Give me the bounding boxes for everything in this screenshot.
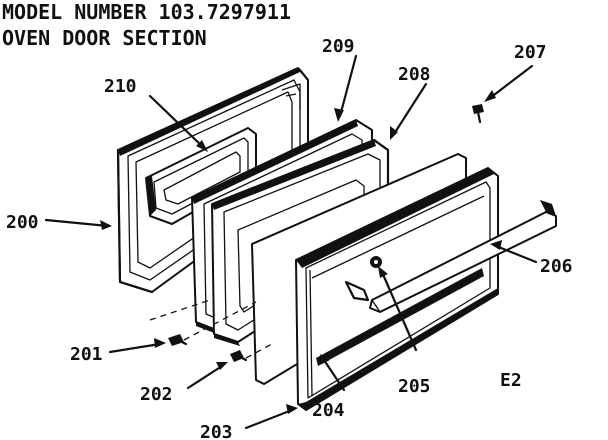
part-206-handle — [369, 200, 557, 313]
model-number-heading: MODEL NUMBER 103.7297911 — [2, 0, 291, 24]
assembly-line-201 — [183, 301, 257, 341]
label-207: 207 — [514, 42, 547, 63]
part-201-screw — [168, 334, 188, 346]
label-201: 201 — [70, 344, 103, 365]
label-203: 203 — [200, 422, 233, 440]
label-209: 209 — [322, 36, 355, 57]
part-207-screw — [472, 104, 484, 124]
part-205-bracket — [344, 256, 382, 302]
label-200: 200 — [6, 212, 39, 233]
figure-code: E2 — [500, 370, 522, 391]
part-204-window-trim — [309, 268, 484, 397]
leader-lines — [44, 54, 538, 430]
label-204: 204 — [312, 400, 345, 421]
label-208: 208 — [398, 64, 431, 85]
label-210: 210 — [104, 76, 137, 97]
label-205: 205 — [398, 376, 431, 397]
part-202-screw — [230, 350, 248, 362]
label-202: 202 — [140, 384, 173, 405]
section-title: OVEN DOOR SECTION — [2, 26, 207, 50]
assembly-line-202 — [245, 343, 273, 359]
label-206: 206 — [540, 256, 573, 277]
